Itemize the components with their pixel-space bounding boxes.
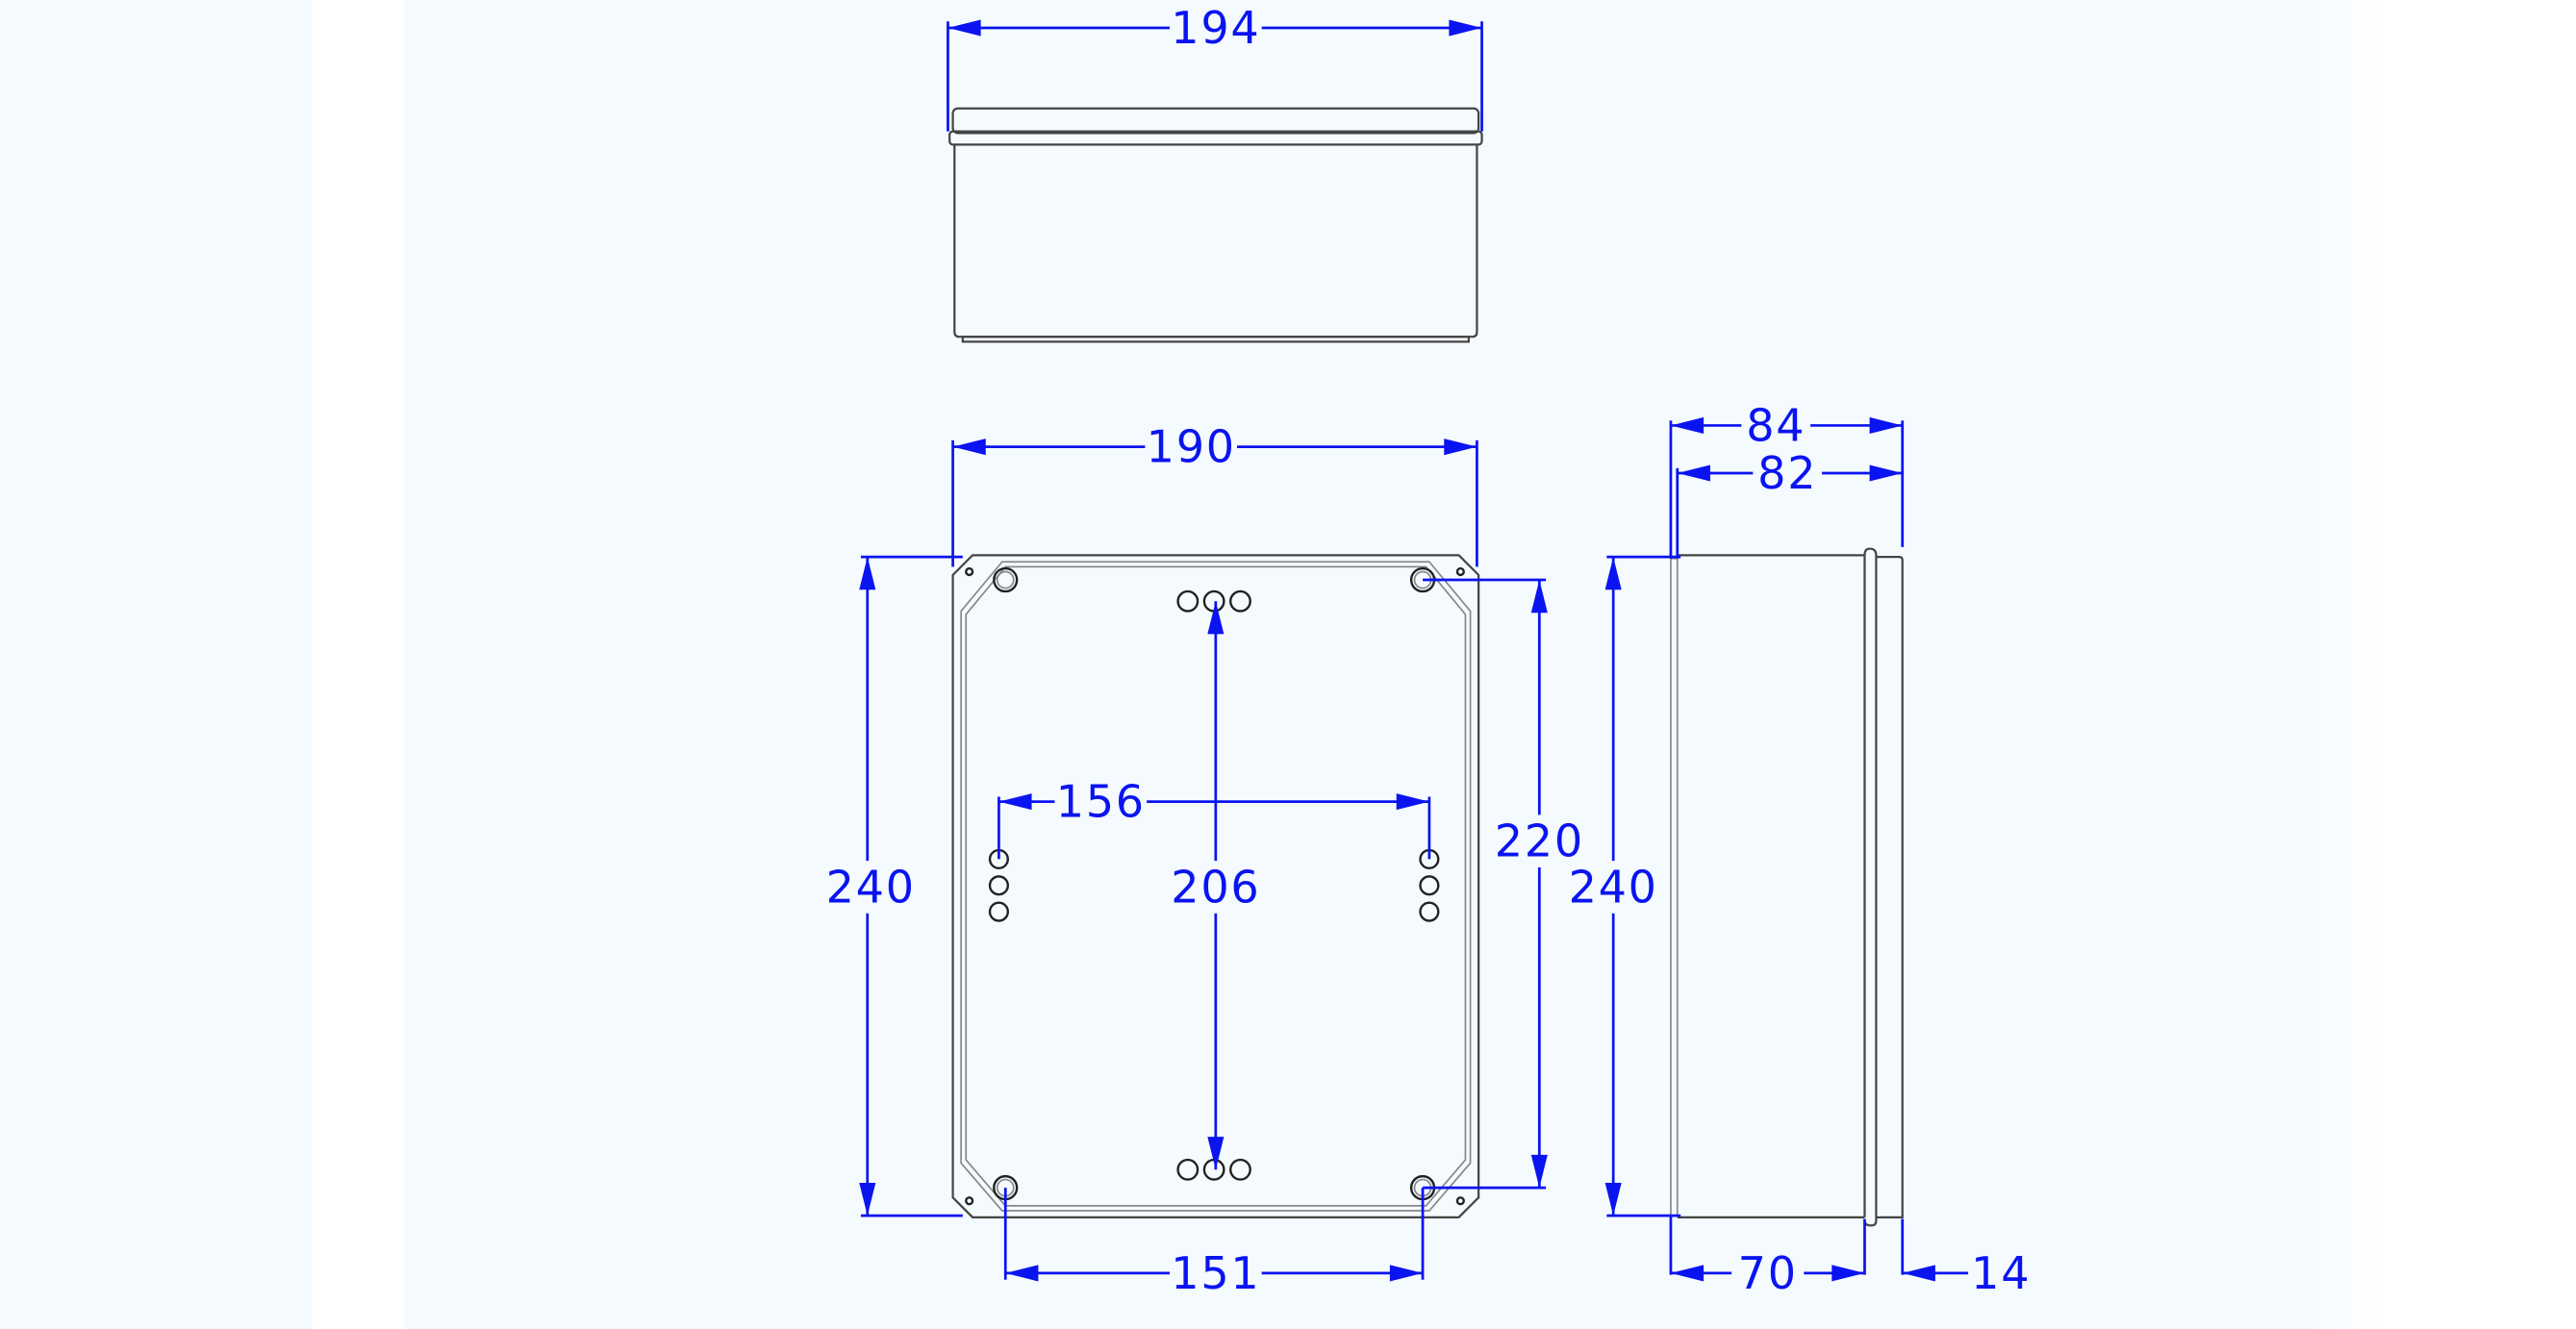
dimension-label: 84	[1746, 399, 1806, 451]
dimension-190: 190	[951, 421, 1478, 567]
dimension-label: 190	[1147, 421, 1236, 473]
background-fade	[2300, 0, 2383, 1329]
side-view: 84 82 240 70 14	[1563, 399, 2031, 1300]
top-view: 194	[947, 2, 1483, 343]
dimension-70: 70	[1669, 1216, 1866, 1300]
dimension-label: 70	[1738, 1247, 1798, 1299]
dimension-label: 82	[1757, 447, 1817, 499]
dimension-label: 156	[1056, 776, 1146, 828]
background-strip-right	[2382, 0, 2576, 1329]
dimension-206: 206	[1166, 601, 1266, 1170]
background-strip	[312, 0, 405, 1329]
dimension-label: 14	[1971, 1247, 2031, 1299]
dimension-label: 240	[1569, 861, 1658, 913]
front-view: 190 240 220 206	[821, 421, 1589, 1300]
dimension-220: 220	[1423, 578, 1589, 1190]
dimension-label: 151	[1171, 1247, 1260, 1299]
dimension-240-front: 240	[821, 555, 963, 1217]
dimension-82: 82	[1676, 447, 1903, 559]
dimension-151: 151	[1003, 1188, 1425, 1300]
dimension-label: 220	[1495, 815, 1584, 867]
dimension-label: 206	[1171, 861, 1260, 913]
dimension-194: 194	[947, 2, 1483, 132]
dimension-14: 14	[1901, 1218, 2031, 1299]
dimension-label: 240	[826, 861, 916, 913]
dimension-label: 194	[1171, 2, 1260, 54]
dimension-240-side: 240	[1563, 555, 1681, 1217]
dimension-84: 84	[1669, 399, 1905, 559]
dimension-156: 156	[998, 776, 1431, 860]
